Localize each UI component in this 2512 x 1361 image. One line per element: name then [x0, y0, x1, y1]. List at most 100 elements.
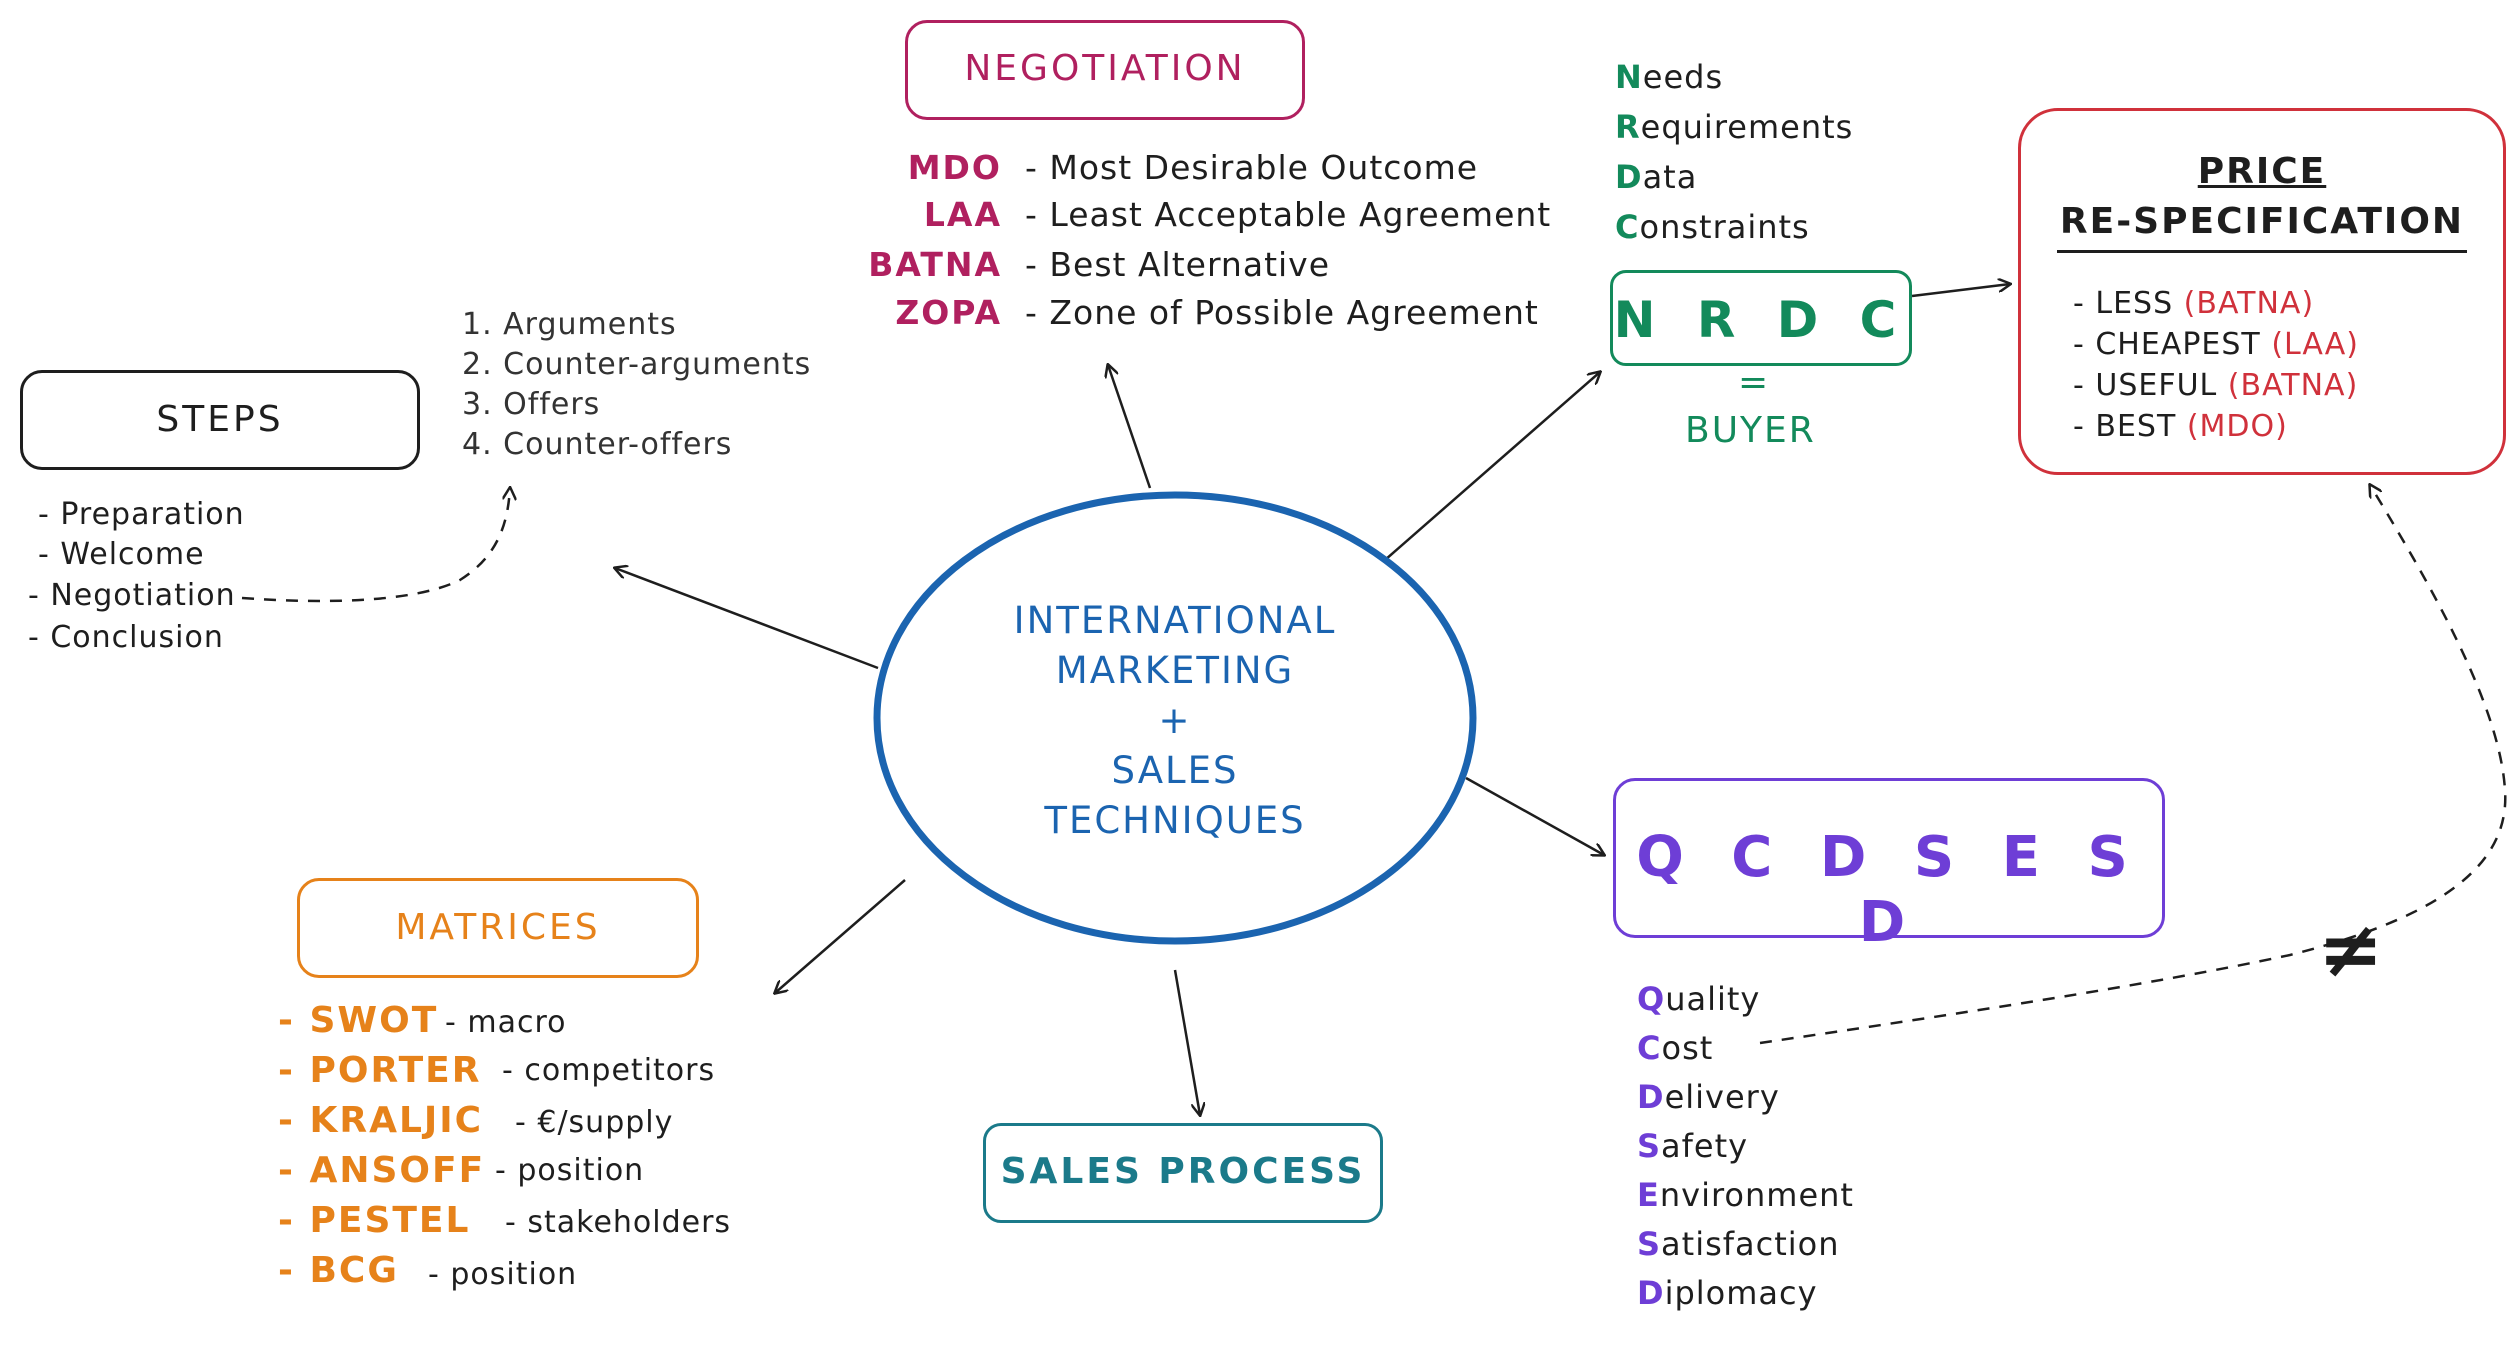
matrix-name: - SWOT	[278, 1000, 439, 1041]
qcdsesd-word: Delivery	[1637, 1073, 1854, 1122]
qcdsesd-rest: elivery	[1664, 1078, 1780, 1116]
matrix-desc: - €/supply	[515, 1105, 674, 1140]
negotiation-abbr: MDO	[907, 148, 1002, 187]
nrdc-initial: N	[1615, 58, 1643, 96]
nrdc-buyer: BUYER	[1685, 410, 1816, 451]
arrow-to-steps	[615, 568, 879, 670]
nrdc-box-label: N R D C	[1613, 291, 1909, 349]
dashed-cost-to-price	[1759, 485, 2507, 1045]
matrix-desc: - macro	[445, 1005, 567, 1040]
price-item-tag: (MDO)	[2186, 409, 2288, 444]
qcdsesd-word: Quality	[1637, 975, 1854, 1024]
sales-process-box: SALES PROCESS	[983, 1123, 1383, 1223]
matrix-name: - ANSOFF	[278, 1150, 486, 1191]
steps-numbered-item: 1. Arguments	[462, 307, 677, 342]
arrow-to-negotiation	[1108, 365, 1152, 489]
price-item-tag: (LAA)	[2271, 327, 2360, 362]
steps-numbered-item: 3. Offers	[462, 387, 601, 422]
qcdsesd-rest: uality	[1665, 980, 1761, 1018]
qcdsesd-initial: C	[1637, 1029, 1662, 1067]
negotiation-box: NEGOTIATION	[905, 20, 1305, 120]
nrdc-word: Requirements	[1615, 102, 1853, 152]
price-item: - BEST (MDO)	[2073, 406, 2359, 447]
steps-box: STEPS	[20, 370, 420, 470]
nrdc-initial: R	[1615, 108, 1641, 146]
matrix-name: - PORTER	[278, 1050, 482, 1091]
not-equal-symbol: ≠	[2318, 905, 2384, 995]
price-item-label: - CHEAPEST	[2073, 327, 2261, 362]
negotiation-abbr: LAA	[923, 195, 1002, 234]
nrdc-rest: eeds	[1642, 58, 1724, 96]
qcdsesd-word: Diplomacy	[1637, 1269, 1854, 1318]
nrdc-initial: D	[1615, 158, 1643, 196]
steps-phase: - Welcome	[38, 537, 205, 572]
matrix-desc: - position	[428, 1257, 578, 1292]
nrdc-rest: equirements	[1640, 108, 1854, 146]
price-title-line1: PRICE	[2197, 151, 2327, 192]
qcdsesd-words: Quality Cost Delivery Safety Environment…	[1637, 975, 1854, 1318]
center-label: INTERNATIONAL MARKETING + SALES TECHNIQU…	[945, 596, 1405, 846]
qcdsesd-box: Q C D S E S D	[1613, 778, 2165, 955]
steps-numbered-list: 1. Arguments 2. Counter-arguments 3. Off…	[462, 305, 811, 465]
qcdsesd-rest: iplomacy	[1664, 1274, 1818, 1312]
qcdsesd-initial: Q	[1637, 980, 1666, 1018]
center-line: +	[1158, 699, 1192, 742]
nrdc-rest: ata	[1642, 158, 1698, 196]
center-line: MARKETING	[1055, 649, 1295, 692]
steps-numbered-item: 2. Counter-arguments	[462, 347, 812, 382]
negotiation-desc: - Most Desirable Outcome	[1025, 148, 1479, 187]
qcdsesd-box-label: Q C D S E S D	[1636, 825, 2142, 955]
price-item: - LESS (BATNA)	[2073, 283, 2359, 324]
qcdsesd-rest: afety	[1661, 1127, 1749, 1165]
matrix-name: - PESTEL	[278, 1200, 471, 1241]
nrdc-word: Needs	[1615, 52, 1853, 102]
center-line: TECHNIQUES	[1044, 799, 1306, 842]
nrdc-equals: =	[1738, 362, 1769, 403]
qcdsesd-initial: S	[1637, 1127, 1662, 1165]
matrices-box: MATRICES	[297, 878, 699, 978]
arrow-to-nrdc	[1384, 372, 1600, 561]
negotiation-desc: - Zone of Possible Agreement	[1025, 293, 1539, 332]
qcdsesd-word: Environment	[1637, 1171, 1854, 1220]
steps-title: STEPS	[156, 399, 284, 440]
qcdsesd-initial: D	[1637, 1078, 1665, 1116]
qcdsesd-word: Safety	[1637, 1122, 1854, 1171]
nrdc-rest: onstraints	[1639, 208, 1810, 246]
qcdsesd-word: Cost	[1637, 1024, 1854, 1073]
center-line: INTERNATIONAL	[1013, 599, 1337, 642]
sales-process-title: SALES PROCESS	[1000, 1151, 1366, 1192]
price-item-tag: (BATNA)	[2227, 368, 2359, 403]
arrow-to-matrices	[775, 879, 906, 993]
negotiation-desc: - Least Acceptable Agreement	[1025, 195, 1552, 234]
price-list: - LESS (BATNA) - CHEAPEST (LAA) - USEFUL…	[2073, 283, 2359, 447]
dashed-negotiation-to-steps	[241, 488, 510, 603]
steps-phase: - Negotiation	[28, 578, 236, 613]
arrow-to-sales-process	[1173, 969, 1200, 1115]
steps-phase: - Preparation	[38, 497, 245, 532]
qcdsesd-rest: ost	[1661, 1029, 1714, 1067]
qcdsesd-rest: nvironment	[1659, 1176, 1854, 1214]
price-item: - USEFUL (BATNA)	[2073, 365, 2359, 406]
price-title-line2: RE-SPECIFICATION	[2057, 201, 2467, 253]
price-box: PRICE RE-SPECIFICATION - LESS (BATNA) - …	[2018, 108, 2506, 475]
price-item-label: - USEFUL	[2073, 368, 2218, 403]
nrdc-initial: C	[1615, 208, 1640, 246]
steps-phase: - Conclusion	[28, 620, 224, 655]
center-ellipse	[873, 491, 1477, 945]
qcdsesd-initial: E	[1637, 1176, 1660, 1214]
price-item: - CHEAPEST (LAA)	[2073, 324, 2359, 365]
price-item-label: - LESS	[2073, 286, 2174, 321]
negotiation-abbr: BATNA	[868, 245, 1002, 284]
center-line: SALES	[1111, 749, 1239, 792]
arrow-to-qcdsesd	[1465, 776, 1604, 855]
matrix-name: - BCG	[278, 1250, 399, 1291]
nrdc-word: Data	[1615, 152, 1853, 202]
qcdsesd-rest: atisfaction	[1661, 1225, 1840, 1263]
nrdc-box: N R D C	[1610, 270, 1912, 366]
nrdc-words: Needs Requirements Data Constraints	[1615, 52, 1853, 252]
matrix-name: - KRALJIC	[278, 1100, 484, 1141]
matrix-desc: - position	[495, 1153, 645, 1188]
negotiation-desc: - Best Alternative	[1025, 245, 1331, 284]
steps-numbered-item: 4. Counter-offers	[462, 427, 733, 462]
